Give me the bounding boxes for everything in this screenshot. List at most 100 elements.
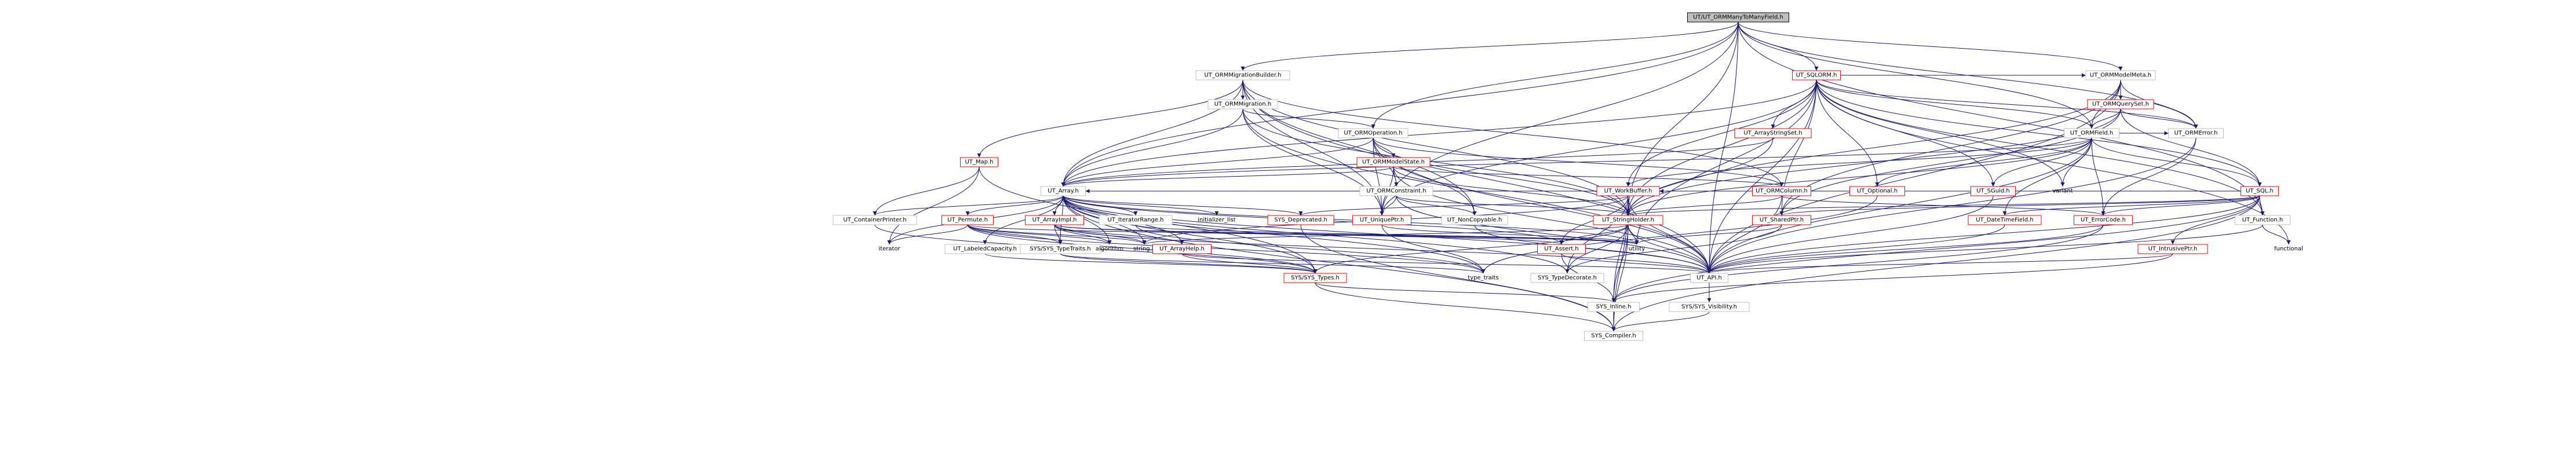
graph-node[interactable]: UT_ORMColumn.h [1752,186,1811,196]
dependency-edge [887,224,968,245]
dependency-edge [967,224,1063,245]
graph-node[interactable]: SYS/SYS_Visibility.h [1669,302,1750,312]
dependency-edge [1242,108,1375,129]
node-box [1584,331,1643,341]
graph-node[interactable]: UT_UniquePtr.h [1352,215,1411,225]
graph-node[interactable]: SYS_Compiler.h [1584,331,1643,341]
dependency-edge [1135,224,1639,245]
graph-node[interactable]: UT_ArrayStringSet.h [1734,128,1812,138]
graph-node[interactable]: UT_ORMModelMeta.h [2085,70,2156,80]
graph-node[interactable]: UT_ArrayHelp.h [1152,244,1212,254]
graph-node[interactable]: UT_ContainerPrinter.h [833,215,917,225]
graph-node[interactable]: UT_IntrusivePtr.h [2137,244,2208,254]
dependency-edge [1707,224,2104,274]
node-box [1041,186,1086,196]
dependency-edge [2120,79,2198,129]
dependency-edge [1559,224,1629,245]
node-label: UT/UT_ORMManyToManyField.h [1693,14,1783,21]
node-label: UT_ArrayImpl.h [1032,217,1077,224]
node-box [2168,128,2224,138]
node-label: UT_ORMField.h [2070,130,2113,137]
dependency-edge [1373,137,1630,216]
node-box [1968,215,2042,225]
graph-node[interactable]: UT_Permute.h [942,215,994,225]
dependency-edge [1061,21,1739,187]
node-box [1849,186,1905,196]
node-label: UT_ArrayHelp.h [1159,246,1205,252]
graph-node[interactable]: UT_Map.h [960,157,998,167]
graph-node[interactable]: UT_SGuid.h [1971,186,2016,196]
graph-node[interactable]: UT_Assert.h [1537,244,1586,254]
dependency-edge [1371,21,1739,129]
graph-node: string.h [1133,246,1155,252]
dependency-edge [967,224,1112,245]
graph-node[interactable]: UT_ORMField.h [2064,128,2119,138]
graph-node[interactable]: UT_ORMOperation.h [1338,128,1409,138]
graph-node[interactable]: UT_ORMModelState.h [1356,157,1431,167]
graph-node[interactable]: UT_IteratorRange.h [1099,215,1173,225]
dependency-edge [1380,21,1739,216]
graph-node[interactable]: UT_Function.h [2235,215,2290,225]
dependency-edge [1611,195,2260,303]
node-box [1596,186,1660,196]
dependency-edge [1628,195,1712,274]
dependency-edge [2101,195,2260,216]
node-box [1267,215,1334,225]
node-box [1099,215,1173,225]
dependency-edge [1707,79,1817,274]
dependency-edge [1396,195,1630,216]
dependency-edge [1816,79,1880,187]
dependency-edge [1707,253,2173,274]
node-label: SYS_Compiler.h [1591,333,1636,339]
dependency-edge [1707,195,1782,274]
node-label: UT_ErrorCode.h [2081,217,2126,224]
dependency-edge [1816,79,2065,187]
node-box [1537,244,1586,254]
dependency-edge [1481,195,1878,274]
dependency-edge [873,195,1064,216]
graph-node[interactable]: SYS/SYS_Types.h [1283,273,1347,283]
graph-node[interactable]: UT_ORMMigrationBuilder.h [1195,70,1290,80]
dependency-edge [1707,137,2092,274]
node-label: functional [2274,246,2303,252]
node-label: UT_StringHolder.h [1602,217,1654,224]
graph-node[interactable]: UT_SQL.h [2241,186,2279,196]
node-label: variant [2052,188,2073,195]
dependency-edge [1298,195,1629,216]
graph-node[interactable]: SYS/SYS_TypeTraits.h [1020,244,1101,254]
graph-node[interactable]: UT_ErrorCode.h [2074,215,2133,225]
graph-node[interactable]: UT_API.h [1690,273,1728,283]
graph-node[interactable]: SYS_Inline.h [1588,302,1640,312]
graph-node[interactable]: UT_ORMQuerySet.h [2087,99,2154,109]
graph-node[interactable]: UT_WorkBuffer.h [1596,186,1660,196]
graph-node[interactable]: UT_ArrayImpl.h [1025,215,1084,225]
graph-node[interactable]: UT_SharedPtr.h [1752,215,1811,225]
dependency-edge [1061,137,1374,187]
node-label: utility [1629,246,1645,252]
dependency-edge [1626,108,2121,216]
node-label: SYS/SYS_Types.h [1291,275,1340,281]
dependency-edge [1626,21,1739,216]
graph-node[interactable]: UT_SQLORM.h [1792,70,1841,80]
graph-node[interactable]: UT_LabeledCapacity.h [944,244,1026,254]
graph-node[interactable]: SYS_Deprecated.h [1267,215,1334,225]
dependency-edge [1061,79,1243,187]
graph-node[interactable]: UT_StringHolder.h [1593,215,1663,225]
node-box [1593,215,1663,225]
dependency-edge [1626,137,2092,187]
graph-node[interactable]: SYS_TypeDecorate.h [1530,273,1604,283]
graph-node[interactable]: UT_ORMConstraint.h [1359,186,1433,196]
graph-node[interactable]: UT_Optional.h [1849,186,1905,196]
node-label: UT_IntrusivePtr.h [2148,246,2198,252]
node-label: SYS_Deprecated.h [1274,217,1327,224]
graph-node[interactable]: UT_ORMMigration.h [1207,99,1278,109]
dependency-edge [1061,79,1817,187]
graph-node[interactable]: UT_NonCopyable.h [1441,215,1508,225]
graph-node[interactable]: UT_ORMError.h [2168,128,2224,138]
graph-node[interactable]: UT_Array.h [1041,186,1086,196]
graph-node[interactable]: UT_DateTimeField.h [1968,215,2042,225]
dependency-edge [984,253,1318,274]
dependency-edge [1611,253,2173,303]
graph-node[interactable]: UT/UT_ORMManyToManyField.h [1687,12,1789,23]
dependency-edge [1626,79,1817,187]
